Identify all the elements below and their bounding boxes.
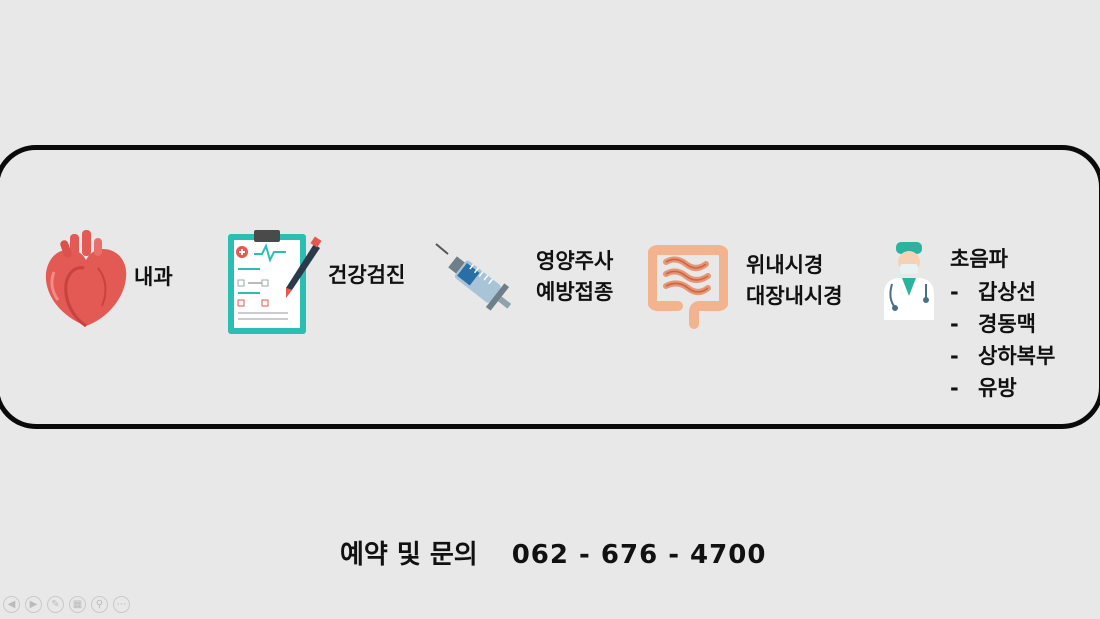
service-label-injection: 영양주사 예방접종 bbox=[536, 246, 613, 308]
service-label-line: 예방접종 bbox=[536, 280, 614, 304]
slideshow-toolbar: ◀ ▶ ✎ ▦ ⚲ ⋯ bbox=[3, 596, 130, 613]
ultrasound-item: -갑상선 bbox=[950, 276, 1055, 308]
ultrasound-item: -상하복부 bbox=[950, 340, 1055, 372]
ultrasound-list: -갑상선 -경동맥 -상하복부 -유방 bbox=[950, 276, 1055, 404]
list-dash: - bbox=[950, 280, 959, 304]
heart-icon bbox=[45, 230, 127, 328]
service-label-line: 대장내시경 bbox=[746, 284, 843, 308]
slides-icon[interactable]: ▦ bbox=[69, 596, 86, 613]
list-dash: - bbox=[950, 376, 959, 400]
zoom-icon[interactable]: ⚲ bbox=[91, 596, 108, 613]
service-label-line: 영양주사 bbox=[536, 249, 614, 273]
list-dash: - bbox=[950, 344, 959, 368]
ultrasound-title: 초음파 bbox=[950, 247, 1008, 271]
ultrasound-item: -경동맥 bbox=[950, 308, 1055, 340]
prev-icon[interactable]: ◀ bbox=[3, 596, 20, 613]
syringe-icon bbox=[435, 243, 512, 311]
ultrasound-item-label: 유방 bbox=[978, 376, 1017, 400]
ultrasound-item-label: 갑상선 bbox=[978, 280, 1036, 304]
contact-info: 예약 및 문의 062 - 676 - 4700 bbox=[340, 534, 766, 571]
service-label-health-checkup: 건강검진 bbox=[328, 263, 406, 287]
next-icon[interactable]: ▶ bbox=[25, 596, 42, 613]
doctor-icon bbox=[884, 242, 934, 320]
service-label-line: 위내시경 bbox=[746, 253, 824, 277]
service-label-internal-medicine: 내과 bbox=[134, 265, 173, 289]
pen-icon[interactable]: ✎ bbox=[47, 596, 64, 613]
more-icon[interactable]: ⋯ bbox=[113, 596, 130, 613]
ultrasound-item-label: 경동맥 bbox=[978, 312, 1036, 336]
intestine-icon bbox=[648, 245, 728, 329]
clipboard-icon bbox=[228, 230, 322, 334]
ultrasound-item: -유방 bbox=[950, 372, 1055, 404]
contact-phone: 062 - 676 - 4700 bbox=[511, 540, 767, 570]
service-label-endoscopy: 위내시경 대장내시경 bbox=[746, 250, 843, 312]
contact-label: 예약 및 문의 bbox=[340, 540, 478, 570]
list-dash: - bbox=[950, 312, 959, 336]
ultrasound-item-label: 상하복부 bbox=[978, 344, 1056, 368]
